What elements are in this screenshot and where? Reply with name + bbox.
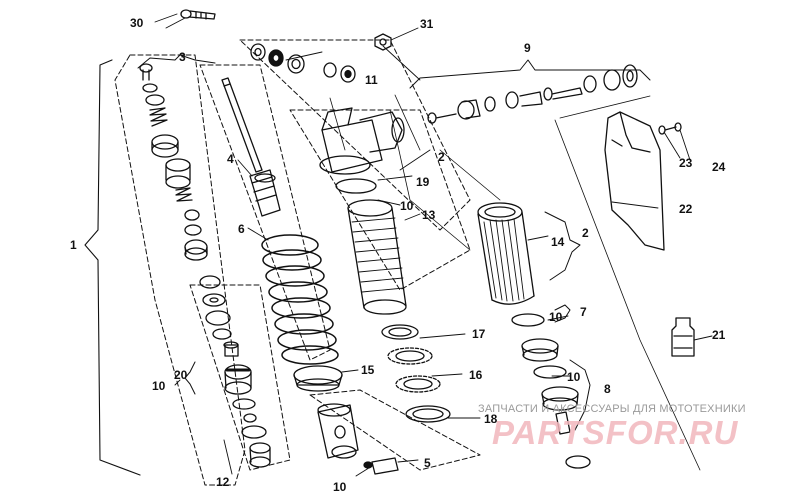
bracket-8 [569,359,591,431]
callout-9: 9 [524,41,531,55]
callout-4: 4 [227,152,234,166]
bolt-30 [180,9,216,20]
spring-6 [261,234,339,365]
group-1-bracket [114,39,481,486]
lower-eye-5 [317,403,399,475]
ring-nut-16 [387,347,441,393]
bracket-9 [409,59,651,89]
callout-10-d: 10 [152,379,166,393]
spring-seat-15 [293,365,343,392]
callout-11: 11 [365,73,378,87]
callout-13: 13 [422,208,436,222]
ring-nut-17 [381,324,419,340]
callout-14: 14 [551,235,565,249]
callout-10-e: 10 [333,480,347,494]
valve-stack-12 [199,275,271,468]
callout-10-c: 10 [567,370,581,384]
callout-24: 24 [712,160,726,174]
bracket-1 [84,59,141,476]
nut-31 [374,33,392,51]
bracket-20 [184,361,196,395]
screw-23 [658,122,682,135]
callout-19: 19 [416,175,430,189]
callout-20: 20 [174,368,188,382]
mud-guard-22 [604,111,665,251]
watermark-logo: PARTSFOR.RU [492,414,739,451]
callout-7: 7 [580,305,587,319]
bracket-7 [554,304,571,323]
callout-16: 16 [469,368,483,382]
bracket-3 [137,54,216,69]
callout-31: 31 [420,17,434,31]
callout-15: 15 [361,363,375,377]
reservoir-head [319,107,405,175]
bracket-2 [544,211,581,281]
callout-21: 21 [712,328,726,342]
callout-18: 18 [484,412,498,426]
reservoir-13 [347,199,407,315]
piston-rod-4 [221,77,281,217]
o-ring-19 [335,178,377,194]
callout-2-right: 2 [582,226,589,240]
rod-stack-3 [139,63,208,261]
callout-8: 8 [604,382,611,396]
washer-18 [405,405,451,423]
callout-30: 30 [130,16,144,30]
callout-10-a: 10 [400,199,414,213]
callout-10-b: 10 [549,310,563,324]
callout-2-top: 2 [438,150,445,164]
callout-23: 23 [679,156,693,170]
oil-bottle-21 [671,317,695,357]
callout-17: 17 [472,327,486,341]
adjuster-assembly-9 [427,64,638,124]
callout-5: 5 [424,456,431,470]
frame-lines [329,94,701,471]
callout-22: 22 [679,202,693,216]
seal-parts-7-8 [511,313,591,469]
eye-bushing-parts [250,43,356,83]
canister-14 [477,202,535,305]
callout-3: 3 [179,50,186,64]
watermark-caption: ЗАПЧАСТИ И АКСЕССУАРЫ ДЛЯ МОТОТЕХНИКИ [478,403,746,415]
callout-6: 6 [238,222,245,236]
leader-lines [165,17,713,477]
callout-1: 1 [70,238,77,252]
callout-12: 12 [216,475,230,489]
